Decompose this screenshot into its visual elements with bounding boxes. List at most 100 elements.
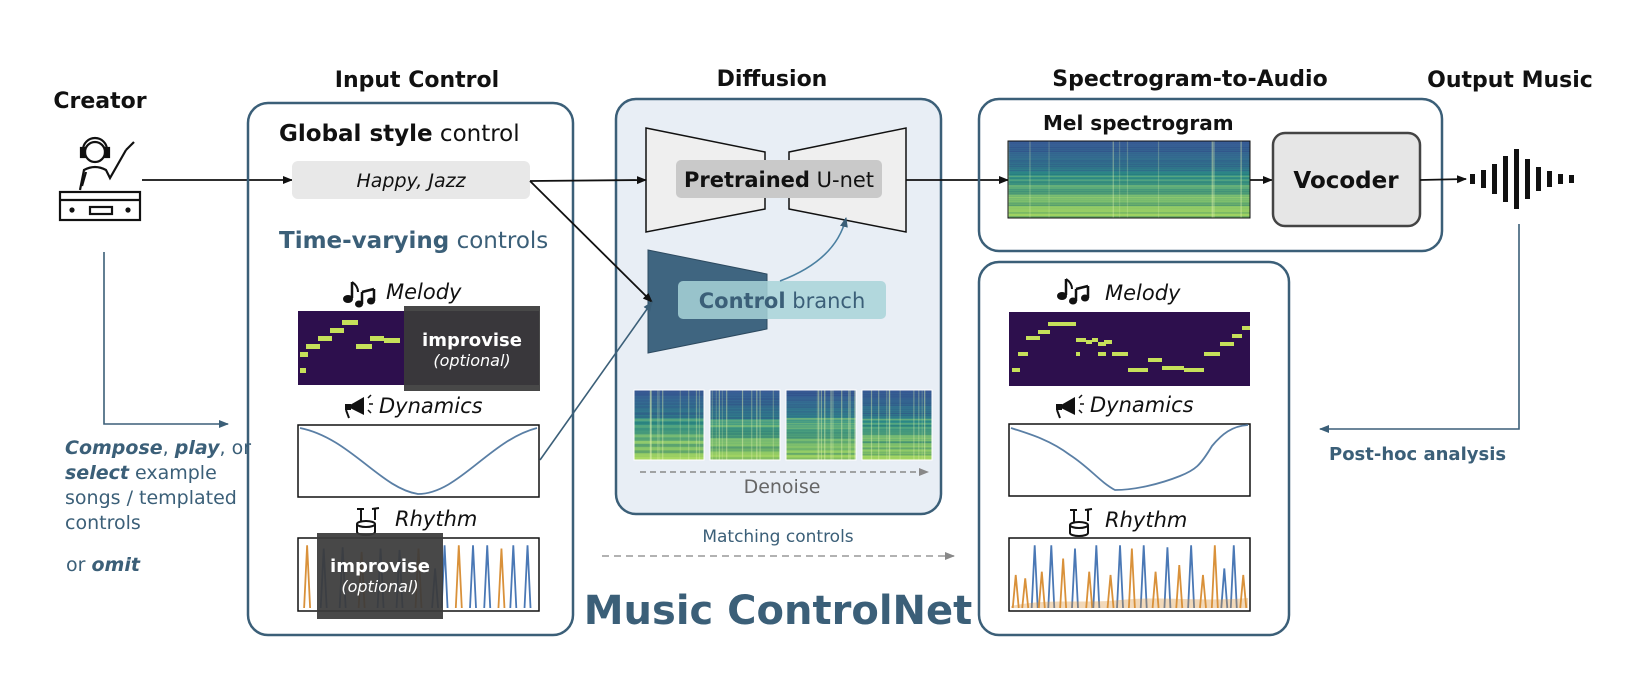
controls-to-branch-arrow bbox=[539, 301, 653, 461]
rhythm-label: Rhythm bbox=[395, 507, 477, 531]
rhythm-onset-spike bbox=[1071, 548, 1079, 609]
vocoder-to-output-arrow bbox=[1419, 175, 1467, 184]
select-word: select bbox=[65, 462, 130, 484]
rhythm-onset-spike bbox=[1239, 574, 1248, 609]
style-prompt-box[interactable] bbox=[292, 161, 530, 199]
drum-kit-icon bbox=[356, 507, 380, 536]
waveform-bar bbox=[1503, 156, 1508, 202]
rhythm-onset-spike bbox=[303, 545, 312, 609]
rhythm-onset-spike bbox=[1021, 578, 1030, 609]
branch-to-unet-arrow bbox=[779, 217, 848, 282]
or-omit-text: or omit bbox=[66, 554, 141, 576]
creator-to-controls-arrow bbox=[103, 252, 229, 428]
waveform-bar bbox=[1547, 171, 1552, 187]
rhythm-onset-spike bbox=[1199, 574, 1207, 609]
music-note-icon bbox=[1057, 278, 1090, 305]
posthoc-analysis-arrow bbox=[1319, 224, 1520, 433]
music-note-icon bbox=[343, 281, 376, 308]
dj-creator-icon bbox=[58, 136, 142, 222]
style-prompt-text: Happy, Jazz bbox=[356, 170, 466, 192]
rhythm-onset-spike bbox=[1187, 545, 1196, 609]
waveform-bar bbox=[1481, 170, 1486, 188]
waveform-bar bbox=[1514, 149, 1519, 209]
rhythm-onset-spike bbox=[523, 545, 532, 609]
rhythm-onset-spike bbox=[1030, 545, 1039, 609]
rhythm-onset-spike bbox=[454, 545, 463, 609]
rhythm-onset-spike bbox=[497, 548, 506, 609]
spec-to-audio-title: Spectrogram-to-Audio bbox=[1052, 67, 1327, 92]
melody-label: Melody bbox=[386, 280, 462, 304]
matching-controls-label: Matching controls bbox=[702, 527, 853, 547]
rhythm-onset-spike bbox=[1229, 545, 1238, 609]
rhythm-onset-spike bbox=[1151, 571, 1160, 609]
waveform-bar bbox=[1525, 159, 1530, 199]
output-music-title: Output Music bbox=[1427, 68, 1593, 93]
denoise-step-spectrogram bbox=[633, 389, 705, 461]
play-word: play bbox=[174, 437, 221, 459]
output-melody-label: Melody bbox=[1105, 281, 1181, 305]
input-dynamics-curve bbox=[299, 427, 538, 495]
diffusion-title: Diffusion bbox=[717, 67, 828, 92]
input-control-title: Input Control bbox=[335, 68, 499, 93]
denoise-label: Denoise bbox=[744, 476, 821, 498]
output-dynamics-plot bbox=[1008, 423, 1251, 497]
creator-title: Creator bbox=[53, 89, 146, 114]
spec-to-audio-panel bbox=[977, 97, 1444, 253]
comma-text: , bbox=[163, 437, 169, 459]
denoise-step-spectrogram bbox=[861, 389, 933, 461]
denoise-step-spectrogram bbox=[785, 389, 857, 461]
songs-text: songs / templated bbox=[65, 487, 237, 509]
output-dynamics-label: Dynamics bbox=[1090, 393, 1194, 417]
rhythm-onset-spike bbox=[1037, 571, 1046, 609]
example-text: example bbox=[135, 462, 217, 484]
dynamics-label: Dynamics bbox=[379, 394, 483, 418]
rhythm-onset-spike bbox=[1085, 571, 1094, 609]
improvise-overlay-rhythm: improvise (optional) bbox=[317, 533, 443, 619]
rhythm-onset-spike bbox=[1011, 574, 1020, 609]
mel-spectrogram bbox=[1007, 140, 1251, 219]
input-control-panel bbox=[246, 101, 575, 637]
waveform-bar bbox=[1492, 164, 1497, 194]
denoise-step-spectrogram bbox=[709, 389, 781, 461]
audio-waveform-icon bbox=[1470, 149, 1574, 209]
posthoc-label: Post-hoc analysis bbox=[1329, 444, 1506, 465]
svg-text:(optional): (optional) bbox=[341, 577, 418, 596]
svg-text:improvise: improvise bbox=[330, 556, 430, 577]
style-to-unet-arrow bbox=[529, 176, 647, 185]
pretrained-unet-label: Pretrained U-net bbox=[684, 168, 874, 192]
style-to-branch-arrow bbox=[529, 180, 653, 303]
output-melody-pianoroll bbox=[1009, 312, 1250, 386]
megaphone-icon bbox=[1056, 394, 1084, 419]
controls-text: controls bbox=[65, 512, 141, 534]
rhythm-onset-spike bbox=[1059, 558, 1068, 609]
rhythm-onset-spike bbox=[1139, 545, 1148, 609]
drum-kit-icon bbox=[1069, 508, 1093, 537]
rhythm-onset-spike bbox=[1163, 547, 1172, 609]
denoise-spectrograms bbox=[633, 389, 933, 461]
rhythm-onset-spike bbox=[509, 545, 518, 609]
output-analysis-panel bbox=[977, 260, 1291, 637]
rhythm-onset-spike bbox=[1175, 565, 1184, 609]
waveform-bar bbox=[1536, 167, 1541, 191]
time-varying-heading: Time-varying controls bbox=[279, 228, 548, 254]
rhythm-onset-spike bbox=[483, 545, 492, 609]
megaphone-icon bbox=[345, 394, 373, 419]
vocoder-label: Vocoder bbox=[1293, 168, 1399, 194]
creator-instructions: Compose, play, or select example songs /… bbox=[65, 437, 257, 534]
svg-text:improvise: improvise bbox=[422, 330, 522, 351]
rhythm-onset-spike bbox=[1220, 568, 1229, 609]
input-dynamics-plot bbox=[297, 424, 540, 498]
mel-spectrogram-image bbox=[1007, 140, 1251, 219]
rhythm-onset-spike bbox=[1210, 545, 1219, 609]
output-rhythm-spikes bbox=[1011, 545, 1248, 609]
rhythm-envelope-fill bbox=[1011, 598, 1248, 608]
rhythm-onset-spike bbox=[1127, 548, 1136, 609]
pretrained-unet-label-box bbox=[676, 160, 882, 198]
rhythm-onset-spike bbox=[1116, 545, 1124, 609]
output-dynamics-curve bbox=[1010, 424, 1249, 491]
rhythm-onset-spike bbox=[1092, 545, 1101, 609]
rhythm-onset-spike bbox=[469, 545, 477, 609]
control-branch-label: Control branch bbox=[699, 289, 866, 313]
output-rhythm-label: Rhythm bbox=[1105, 508, 1187, 532]
